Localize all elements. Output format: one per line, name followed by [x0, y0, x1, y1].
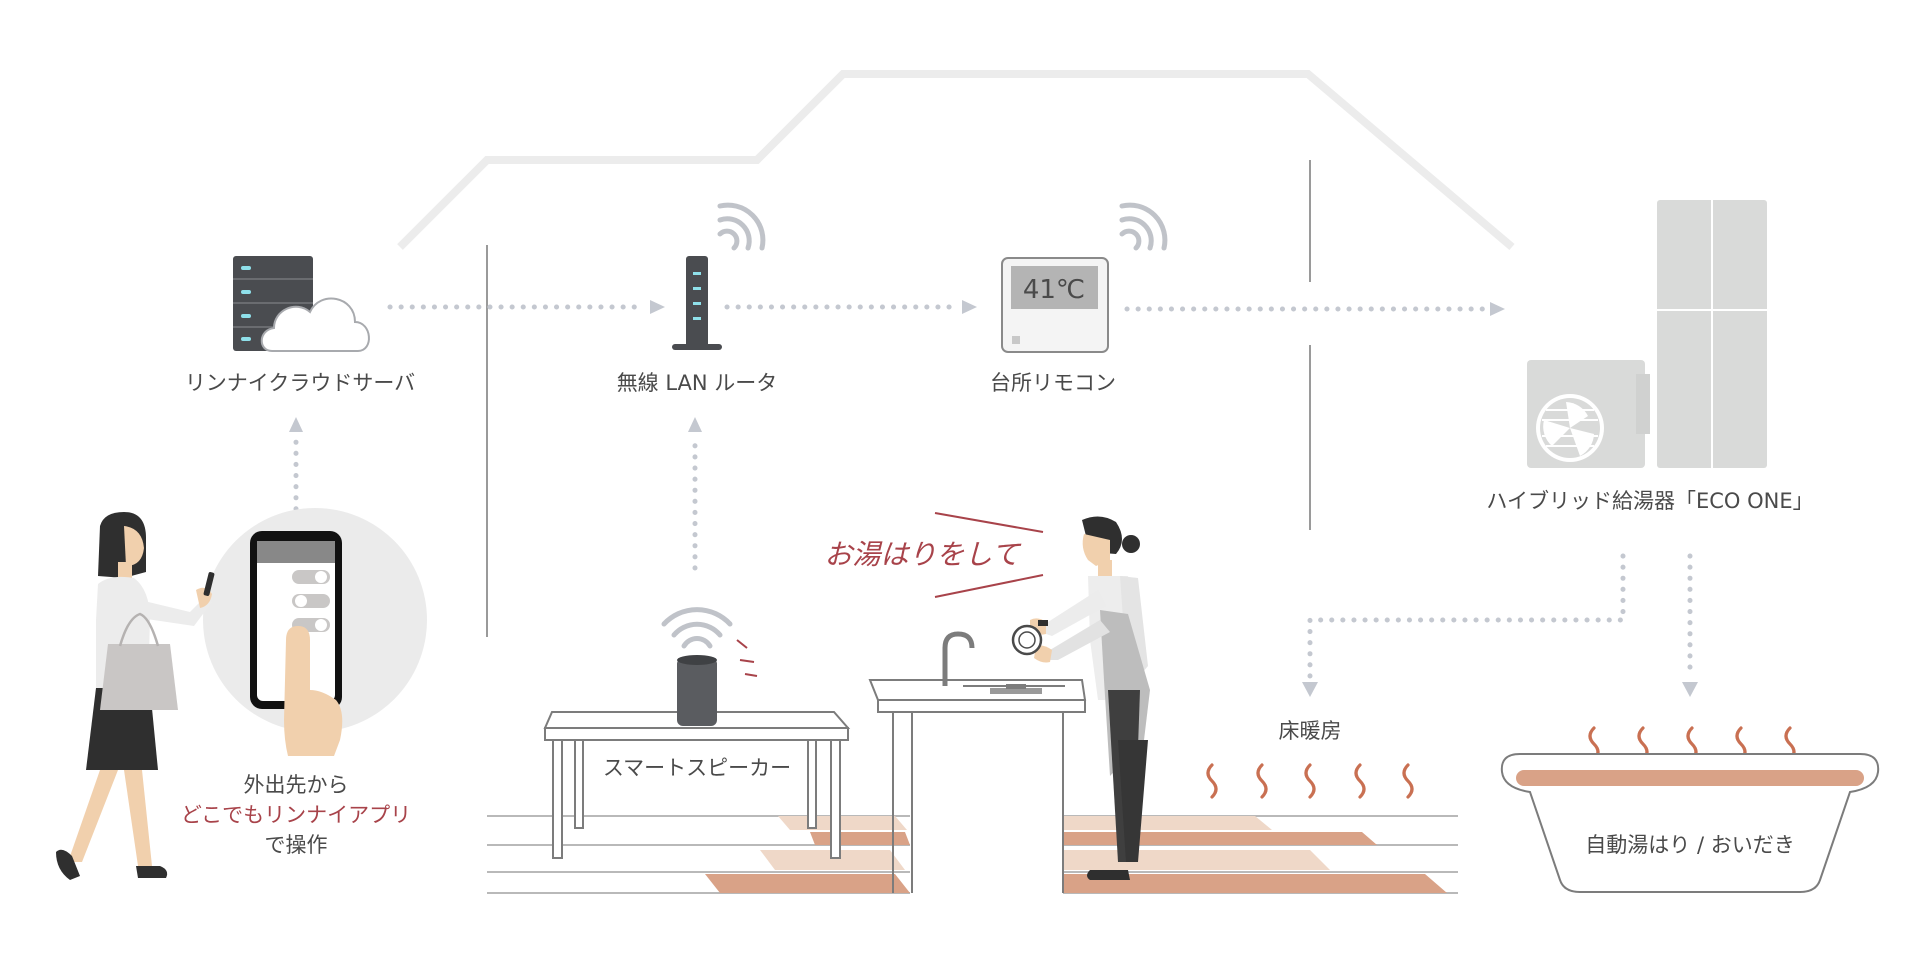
woman-with-smartphone [56, 512, 215, 880]
remote-wifi-icon [1119, 202, 1168, 251]
floor-left [487, 815, 910, 894]
arrow-heater-to-floor-line [1307, 553, 1626, 679]
arrow-heater-to-bath-head [1682, 682, 1698, 697]
cloud-server-icon [233, 256, 370, 352]
bathtub-icon [1500, 726, 1880, 893]
remote-display-temperature: 41℃ [1023, 275, 1085, 305]
smartphone-bubble [203, 508, 427, 756]
house-roof-outline [397, 70, 1515, 251]
water-heater-label: ハイブリッド給湯器「ECO ONE」 [1486, 489, 1813, 513]
hybrid-water-heater-icon [1527, 200, 1767, 468]
arrow-cloud-to-router-head [650, 300, 665, 314]
arrow-speaker-to-router-head [688, 417, 702, 432]
router-label: 無線 LAN ルータ [617, 371, 778, 395]
router-icon [672, 256, 722, 350]
floor-heating-label: 床暖房 [1279, 719, 1342, 743]
kitchen-remote-icon [1001, 257, 1109, 353]
faucet-icon [942, 631, 975, 686]
voice-command-text: お湯はりをして [824, 538, 1021, 571]
router-wifi-icon [717, 202, 766, 251]
floor-heat-waves [1206, 763, 1414, 799]
app-caption-line1: 外出先から [244, 773, 349, 797]
woman-washing-dishes [1011, 516, 1150, 880]
bath-label: 自動湯はり / おいだき [1585, 833, 1794, 857]
speaker-label: スマートスピーカー [603, 756, 791, 780]
speaker-sound-icon [736, 639, 758, 677]
gas-burner-icon [990, 684, 1042, 694]
speaker-wifi-icon [661, 607, 733, 649]
cloud-server-label: リンナイクラウドサーバ [185, 371, 415, 395]
side-table [543, 711, 851, 859]
arrow-remote-to-heater-head [1490, 302, 1505, 316]
voice-command-lines [934, 512, 1044, 598]
arrow-phone-to-cloud-head [289, 417, 303, 432]
kitchen-counter [868, 679, 1087, 893]
arrow-heater-to-floor-head [1302, 682, 1318, 697]
smart-speaker-icon [677, 655, 717, 726]
remote-label: 台所リモコン [990, 371, 1116, 395]
app-caption-line2: どこでもリンナイアプリ [181, 803, 411, 827]
floor-heating-area [1063, 815, 1458, 894]
app-caption-line3: で操作 [265, 833, 328, 857]
arrow-router-to-remote-head [962, 300, 977, 314]
